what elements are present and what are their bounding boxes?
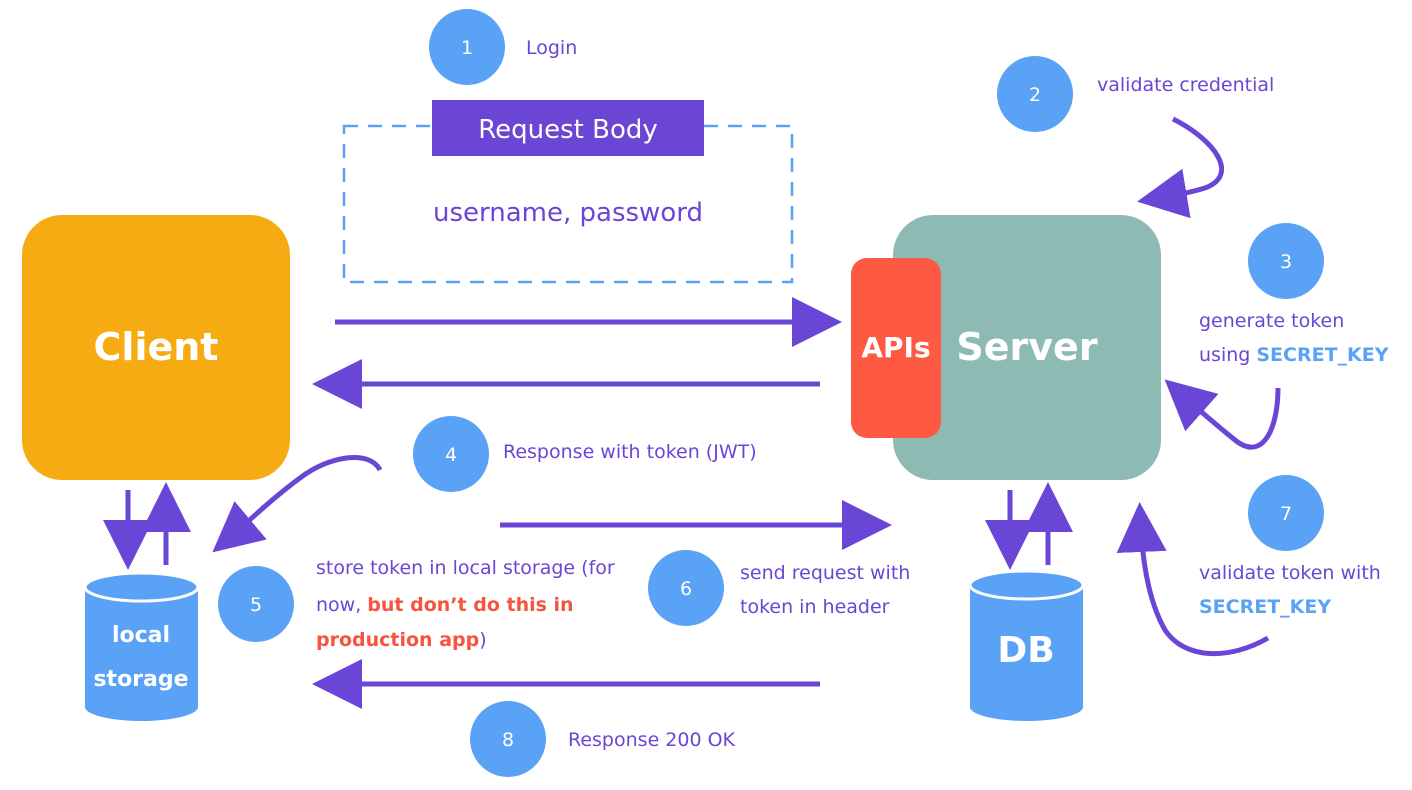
step-2-number: 2 (1029, 84, 1041, 106)
step-6-number: 6 (680, 578, 692, 600)
step-2: 2 (997, 56, 1073, 132)
step-7-label-line1: validate token with (1199, 562, 1381, 584)
step-5-number: 5 (250, 594, 262, 616)
local-storage-cylinder (83, 571, 200, 721)
local-storage-label-line1: local (112, 623, 170, 648)
step-3-secret-key: SECRET_KEY (1256, 344, 1388, 366)
apis-box (851, 258, 941, 438)
step-4-label: Response with token (JWT) (503, 441, 757, 463)
step-8: 8 (470, 701, 546, 777)
step-3-label-line2: using SECRET_KEY (1199, 344, 1389, 366)
db-label: DB (997, 630, 1054, 671)
step-6: 6 (648, 550, 724, 626)
client-box (22, 215, 290, 480)
step-3-prefix: using (1199, 344, 1256, 366)
step-5-line3-suffix: ) (479, 629, 486, 651)
curve-arrow-generate-token (1164, 379, 1281, 450)
step-5-label-line2: now, but don’t do this in (316, 594, 574, 616)
step-7-secret-key: SECRET_KEY (1199, 596, 1331, 618)
step-5-line2-prefix: now, (316, 594, 367, 616)
step-7-number: 7 (1280, 503, 1292, 525)
curve-arrow-store-token (212, 455, 383, 553)
step-5: 5 (218, 566, 294, 642)
step-4: 4 (413, 416, 489, 492)
step-5-label-line3: production app) (316, 629, 487, 651)
step-1: 1 (429, 9, 505, 85)
step-6-label-line2: token in header (740, 596, 890, 618)
step-5-warning-part1: but don’t do this in (367, 594, 573, 616)
step-5-warning-part2: production app (316, 629, 479, 651)
step-5-label-line1: store token in local storage (for (316, 557, 615, 579)
step-3-label-line1: generate token (1199, 310, 1344, 332)
step-4-number: 4 (445, 444, 457, 466)
step-8-label: Response 200 OK (568, 729, 736, 751)
step-8-number: 8 (502, 729, 514, 751)
curve-arrow-validate-token (1116, 502, 1270, 656)
curve-arrow-validate-credential (1137, 116, 1225, 219)
step-1-number: 1 (461, 37, 473, 59)
client-label: Client (94, 325, 219, 369)
step-7: 7 (1248, 475, 1324, 551)
server-box (893, 215, 1161, 480)
request-body-content: username, password (433, 198, 703, 228)
apis-label: APIs (861, 331, 930, 364)
local-storage-label-line2: storage (93, 667, 188, 692)
step-3-number: 3 (1280, 251, 1292, 273)
step-1-label: Login (526, 37, 577, 59)
request-body-header-label: Request Body (478, 115, 658, 145)
step-3: 3 (1248, 223, 1324, 299)
step-6-label-line1: send request with (740, 562, 910, 584)
server-label: Server (956, 325, 1097, 369)
db-cylinder (968, 569, 1085, 721)
step-2-label: validate credential (1097, 74, 1274, 96)
request-body-header (432, 100, 704, 156)
